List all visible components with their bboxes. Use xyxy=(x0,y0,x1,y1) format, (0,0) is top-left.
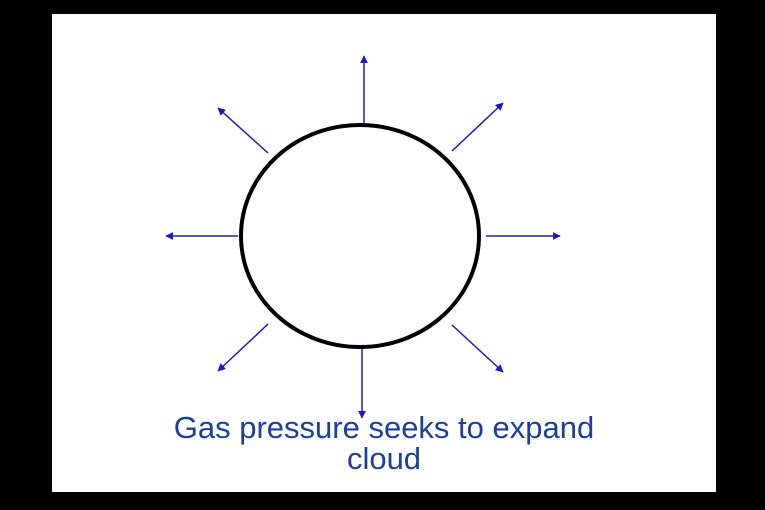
arrow-down-right-icon xyxy=(451,324,504,373)
caption-line-1: Gas pressure seeks to expand xyxy=(173,410,595,445)
slide: Gas pressure seeks to expand cloud xyxy=(52,14,716,492)
caption: Gas pressure seeks to expand cloud xyxy=(52,412,716,474)
diagram xyxy=(165,55,561,419)
arrow-up-right-icon xyxy=(451,102,504,152)
arrow-down-left-icon xyxy=(217,323,269,372)
arrow-up-left-icon xyxy=(217,107,269,154)
caption-line-2: cloud xyxy=(346,441,422,476)
gas-cloud xyxy=(239,123,481,349)
